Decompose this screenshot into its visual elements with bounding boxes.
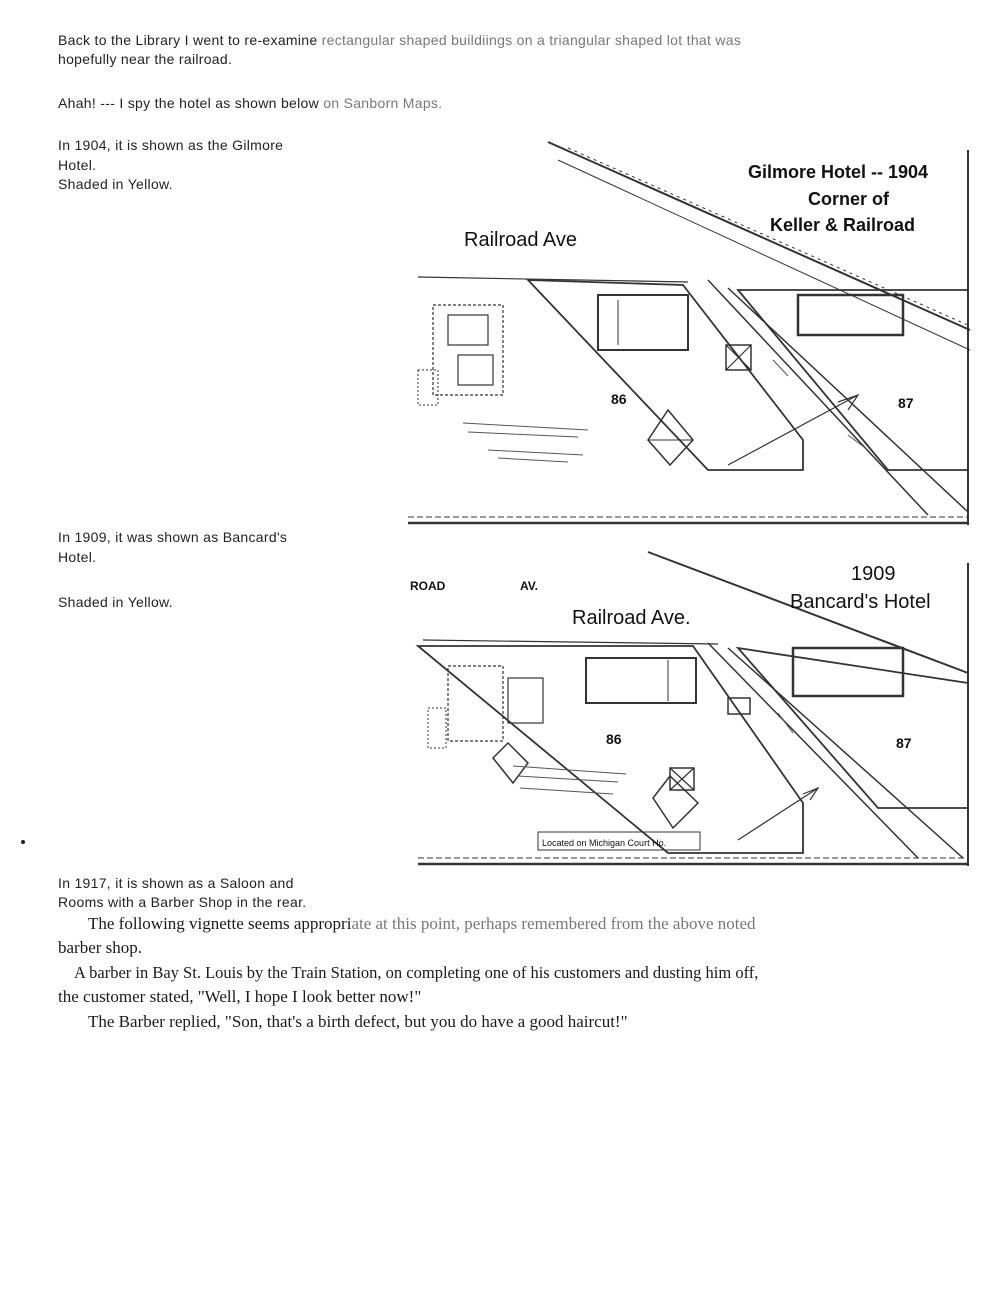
intro-ahah-a: Ahah! --- I spy the hotel as shown below	[58, 95, 324, 111]
caption-1917-line-1: In 1917, it is shown as a Saloon and	[58, 875, 294, 891]
intro-ahah-b: on Sanborn Maps.	[323, 95, 443, 111]
sanborn-map-1909-svg: 1909 Bancard's Hotel Railroad Ave. ROAD …	[410, 551, 969, 866]
story-paragraph-3: The Barber replied, "Son, that's a birth…	[88, 1012, 628, 1031]
story-paragraph-2: A barber in Bay St. Louis by the Train S…	[74, 963, 759, 982]
margin-dot	[21, 840, 25, 844]
intro-line-1-b: rectangular shaped buildiings on a trian…	[321, 32, 742, 48]
sanborn-map-1909: 1909 Bancard's Hotel Railroad Ave. ROAD …	[408, 548, 974, 870]
story-p1-b: ate at this point, perhaps remembered fr…	[351, 914, 756, 933]
map-1909-located-note: Located on Michigan Court Ho.	[542, 838, 666, 848]
map-1909-av-fragment: AV.	[520, 579, 538, 593]
caption-1904-line-2: Hotel.	[58, 157, 97, 173]
map-1904-block-86: 86	[611, 391, 627, 407]
map-1909-title-1: 1909	[851, 563, 896, 585]
story-paragraph-1: The following vignette seems appropriate…	[88, 914, 756, 934]
caption-1904-line-1: In 1904, it is shown as the Gilmore	[58, 137, 284, 153]
map-1909-road-fragment: ROAD	[410, 579, 446, 593]
caption-1917-line-2: Rooms with a Barber Shop in the rear.	[58, 894, 307, 910]
caption-1904-line-3: Shaded in Yellow.	[58, 176, 173, 192]
intro-line-2: hopefully near the railroad.	[58, 51, 233, 67]
map-1904-title-1: Gilmore Hotel -- 1904	[748, 162, 928, 182]
map-1909-block-86: 86	[606, 731, 622, 747]
story-paragraph-2-cont: the customer stated, "Well, I hope I loo…	[58, 987, 422, 1006]
intro-line-1: Back to the Library I went to re-examine…	[58, 31, 741, 50]
caption-1909-line-1: In 1909, it was shown as Bancard's	[58, 529, 288, 545]
map-1904-title-3: Keller & Railroad	[770, 215, 915, 235]
sanborn-map-1904-svg: Gilmore Hotel -- 1904 Corner of Keller &…	[408, 141, 971, 525]
intro-line-1-a: Back to the Library I went to re-examine	[58, 32, 322, 48]
intro-ahah: Ahah! --- I spy the hotel as shown below…	[58, 94, 442, 113]
sanborn-map-1904: Gilmore Hotel -- 1904 Corner of Keller &…	[408, 140, 974, 530]
story-paragraph-1-cont: barber shop.	[58, 938, 143, 957]
map-1904-street-label: Railroad Ave	[464, 229, 577, 251]
story-p1-a: The following vignette seems appropri	[88, 914, 352, 933]
map-1904-title-2: Corner of	[808, 189, 890, 209]
caption-1909-line-3: Shaded in Yellow.	[58, 594, 173, 610]
map-1904-block-87: 87	[898, 395, 914, 411]
map-1909-street-label: Railroad Ave.	[572, 607, 691, 629]
caption-1909-line-2: Hotel.	[58, 549, 97, 565]
map-1909-title-2: Bancard's Hotel	[790, 591, 931, 613]
map-1909-block-87: 87	[896, 735, 912, 751]
